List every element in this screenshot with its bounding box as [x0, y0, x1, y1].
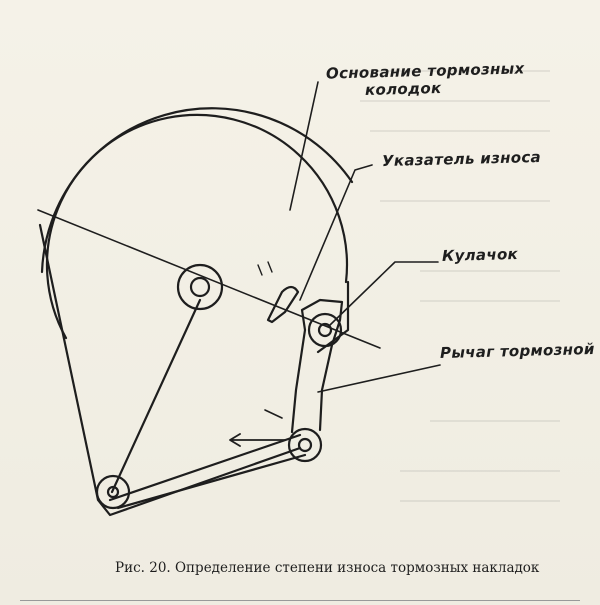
- small-tick: [264, 409, 283, 419]
- arrow: [229, 433, 286, 447]
- hash-marks: [257, 261, 273, 276]
- lever-pin-outer: [287, 427, 323, 463]
- leader-indicator: [299, 164, 373, 301]
- bottom-link-2: [116, 453, 307, 510]
- leader-lever: [317, 364, 441, 393]
- brake-lever-body: [290, 298, 344, 434]
- cam-outer: [307, 312, 343, 348]
- label-cam: Кулачок: [441, 245, 519, 265]
- brake-shoe-inner-arc: [45, 113, 349, 340]
- cam-inner: [317, 322, 333, 338]
- bottom-pivot-outer: [95, 474, 131, 510]
- pivot-link: [110, 298, 202, 494]
- central-pivot-inner: [189, 276, 211, 298]
- label-shoe-base-line2: колодок: [364, 79, 442, 99]
- figure-caption: Рис. 20. Определение степени износа торм…: [115, 560, 540, 576]
- page-rule: [20, 600, 580, 601]
- brake-shoe-outer-arc: [40, 107, 354, 274]
- wear-indicator: [266, 285, 300, 324]
- central-pivot-outer: [176, 263, 224, 311]
- lever-pin-inner: [297, 437, 313, 453]
- leader-base: [289, 81, 319, 211]
- leader-cam: [329, 261, 439, 326]
- bottom-link: [108, 433, 302, 502]
- bottom-pivot-inner: [106, 485, 120, 499]
